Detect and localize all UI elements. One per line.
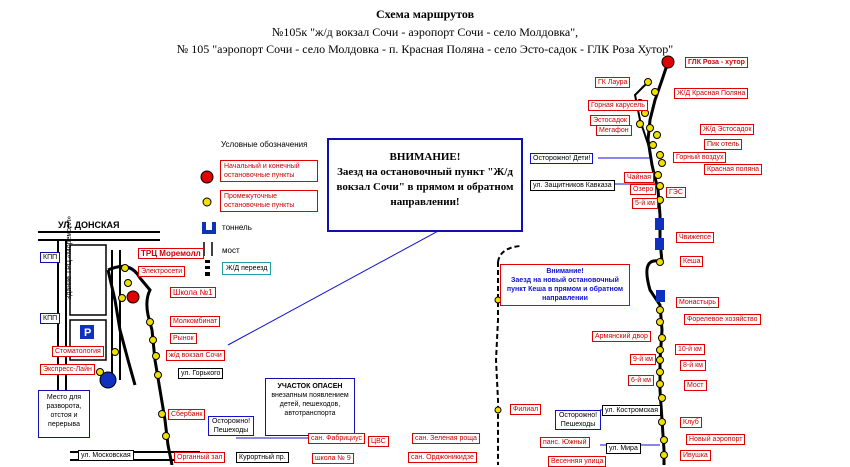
stop-school9: школа № 9: [312, 453, 354, 464]
stop-km6: 6-й км: [628, 375, 654, 386]
stop-chvizhepse: Чвижепсе: [676, 232, 715, 243]
attention-body: Заезд на остановочный пункт "Ж/д вокзал …: [336, 166, 514, 208]
stop-filial: Филиал: [510, 404, 542, 415]
attention-notice-kesha: Внимание! Заезд на новый остановочный пу…: [500, 264, 630, 306]
parking-letter: P: [84, 327, 91, 339]
stop-green-grove: сан. Зеленая роща: [412, 433, 480, 444]
roundabout-icon: [99, 371, 117, 389]
stop-ivushka: Ивушка: [680, 450, 711, 461]
stop-km9: 9-й км: [630, 354, 656, 365]
stop-molkombinat: Молкомбинат: [170, 316, 221, 327]
stop-rynok: Рынок: [170, 333, 197, 344]
attention-heading: ВНИМАНИЕ!: [389, 151, 461, 163]
route-105k-title: №105к "ж/д вокзал Сочи - аэропорт Сочи -…: [271, 25, 579, 39]
stop-vesennyaya: Весенняя улица: [548, 456, 607, 467]
warning-pedestrians-right: Осторожно! Пешеходы: [555, 410, 601, 430]
rest-place-notice: Место для разворота, отстоя и перерыва: [38, 390, 90, 438]
stop-new-airport: Новый аэропорт: [686, 434, 746, 445]
stop-ozero: Озеро: [630, 184, 657, 195]
legend-heading: Условные обозначения: [221, 140, 308, 149]
legend-terminal-label: Начальный и конечный остановочные пункты: [220, 160, 318, 182]
kpp-bottom: КПП: [40, 313, 61, 324]
stop-kesha: Кеша: [680, 256, 704, 267]
stop-km8: 8-й км: [680, 360, 706, 371]
legend-bridge-icon: [203, 242, 213, 256]
warning-pedestrians-left: Осторожно! Пешеходы: [208, 416, 254, 436]
stop-gorny-vozdukh: Горный воздух: [673, 152, 727, 163]
stop-forel: Форелевое хозяйство: [684, 314, 761, 325]
legend-crossing-label: Ж/Д переезд: [222, 262, 272, 275]
street-kostromskaya: ул. Костромская: [602, 405, 661, 416]
legend-tunnel-label: тоннель: [222, 223, 252, 232]
stop-estosadok-station: Ж/д Эстосадок: [700, 124, 755, 135]
parking-icon: [80, 325, 94, 339]
stop-rosa-khutor: ГЛК Роза - хутор: [685, 57, 748, 68]
stop-elektroseti: Электросети: [138, 266, 186, 277]
warning-kids: Осторожно! Дети!: [530, 153, 594, 164]
attention-kesha-body: Заезд на новый остановочный пункт Кеша в…: [506, 277, 624, 302]
street-moskovskaya: ул. Московская: [78, 450, 134, 461]
stop-laura: ГК Лаура: [595, 77, 631, 88]
stop-krasnaya-polyana-station: Ж/Д Красная Поляна: [674, 88, 749, 99]
stop-most: Мост: [684, 380, 707, 391]
danger-body: внезапным появлением детей, пешеходов, а…: [271, 392, 349, 417]
stop-km10: 10-й км: [675, 344, 705, 355]
route-105-title: № 105 "аэропорт Сочи - село Молдовка - п…: [176, 42, 674, 56]
attention-notice-station: ВНИМАНИЕ! Заезд на остановочный пункт "Ж…: [327, 138, 523, 232]
stop-mall: ТРЦ Моремолл: [138, 248, 204, 259]
terminal-stop-right: [661, 55, 675, 69]
stop-pans-yuzhny: панс. Южный: [540, 437, 590, 448]
stop-express: Экспресс-Лайн: [40, 364, 95, 375]
stop-sberbank: Сбербанк: [168, 409, 206, 420]
stop-klub: Клуб: [680, 417, 702, 428]
legend-bridge-label: мост: [222, 246, 240, 255]
stop-organ: Органный зал: [174, 452, 226, 463]
danger-zone-notice: УЧАСТОК ОПАСЕН внезапным появлением дете…: [265, 378, 355, 436]
street-gorkogo: ул. Горького: [178, 368, 224, 379]
kpp-top: КПП: [40, 252, 61, 263]
street-zashchitnikov: ул. Защитников Кавказа: [530, 180, 615, 191]
stop-ges: ГЭС: [666, 187, 686, 198]
legend-intermediate-icon: [202, 197, 212, 207]
stop-karusel: Горная карусель: [588, 100, 648, 111]
stop-krasnaya-polyana: Красная поляна: [704, 164, 763, 175]
stop-chainaya: Чайная: [624, 172, 655, 183]
danger-heading: УЧАСТОК ОПАСЕН: [277, 383, 343, 390]
stop-ordzhonikidze: сан. Орджоникидзе: [408, 452, 477, 463]
stop-armyansky: Армянский двор: [592, 331, 651, 342]
stop-km5: 5-й км: [632, 198, 658, 209]
legend-tunnel-icon: [202, 222, 216, 234]
stop-station: ж/д вокзал Сочи: [166, 350, 225, 361]
mall-building-label: Здание ТРЦ «Моремолл»: [66, 216, 73, 300]
attention-kesha-heading: Внимание!: [546, 268, 584, 275]
terminal-stop-left: [126, 290, 140, 304]
stop-megafon: Мегафон: [596, 125, 632, 136]
street-kurortny: Курортный пр.: [236, 452, 289, 463]
schema-title: Схема маршрутов: [375, 7, 475, 21]
street-mira: ул. Мира: [606, 443, 641, 454]
legend-crossing-icon: [205, 260, 210, 276]
legend-intermediate-label: Промежуточные остановочные пункты: [220, 190, 318, 212]
stop-tsvs: ЦВС: [368, 436, 389, 447]
stop-school1: Школа №1: [170, 287, 216, 298]
stop-fabricius: сан. Фабрициус: [308, 433, 366, 444]
stop-pik-hotel: Пик отель: [704, 139, 743, 150]
street-donskaya: УЛ. ДОНСКАЯ: [58, 220, 120, 230]
stop-stomatology: Стоматология: [52, 346, 104, 357]
stop-monastyr: Монастырь: [676, 297, 719, 308]
legend-terminal-icon: [200, 170, 214, 184]
